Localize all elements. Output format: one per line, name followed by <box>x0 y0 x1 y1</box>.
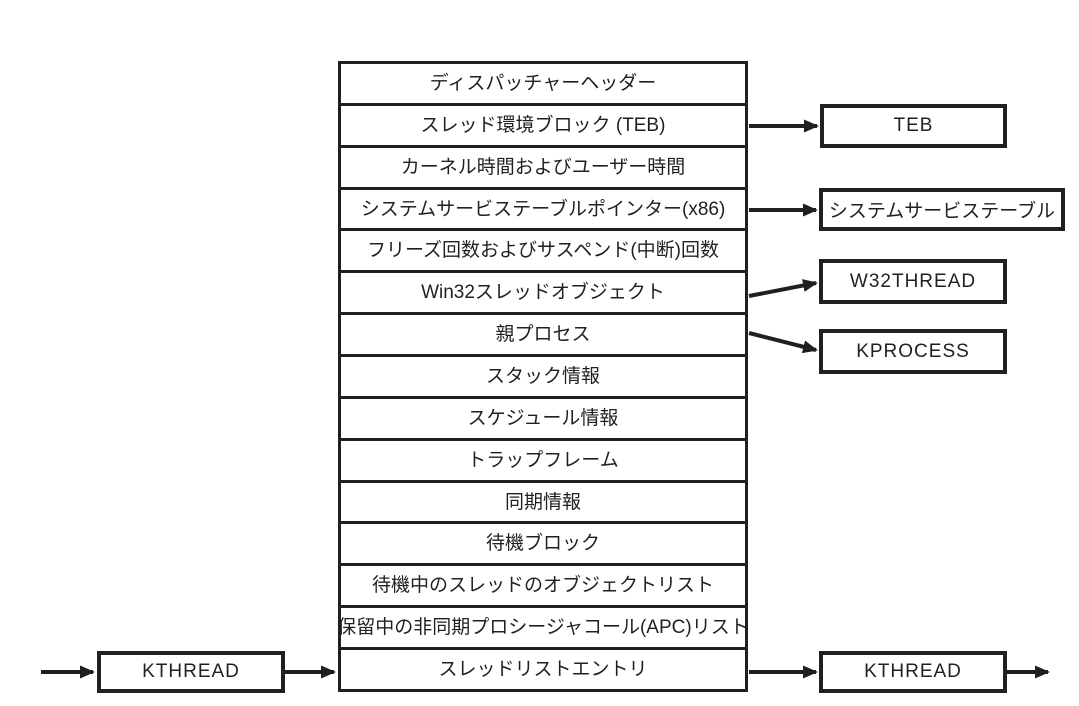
kthread-left-box: KTHREAD <box>97 651 285 693</box>
w32thread-box: W32THREAD <box>819 259 1007 304</box>
structure-row-win32-thread-object: Win32スレッドオブジェクト <box>341 270 745 312</box>
thread-object-stack: ディスパッチャーヘッダー スレッド環境ブロック (TEB) カーネル時間およびユ… <box>337 61 749 692</box>
structure-row-trap-frame: トラップフレーム <box>341 437 745 480</box>
structure-row-dispatcher-header: ディスパッチャーヘッダー <box>429 72 657 94</box>
structure-row-schedule-info: スケジュール情報 <box>341 395 745 438</box>
arrow-parent-row-to-kprocess <box>748 331 818 354</box>
structure-row-system-service-table-pointer: システムサービステーブルポインター(x86) <box>341 186 745 229</box>
structure-row-parent-process: 親プロセス <box>341 312 745 354</box>
kthread-right-box: KTHREAD <box>819 651 1007 693</box>
teb-box: TEB <box>820 104 1007 148</box>
kprocess-box: KPROCESS <box>819 329 1007 374</box>
system-service-table-box: システムサービステーブル <box>819 188 1065 231</box>
structure-row-pending-apc-list: 保留中の非同期プロシージャコール(APC)リスト <box>337 605 749 647</box>
structure-row-freeze-suspend-count: フリーズ回数およびサスペンド(中断)回数 <box>341 228 745 270</box>
structure-row-stack-info: スタック情報 <box>341 354 745 396</box>
structure-row-sync-info: 同期情報 <box>341 479 745 522</box>
structure-row-waiting-thread-object-list: 待機中のスレッドのオブジェクトリスト <box>341 563 745 605</box>
structure-row-teb: スレッド環境ブロック (TEB) <box>341 102 745 145</box>
structure-row-kernel-user-time: カーネル時間およびユーザー時間 <box>341 144 745 187</box>
arrow-win32-row-to-w32thread <box>748 279 818 298</box>
structure-row-thread-list-entry: スレッドリストエントリ <box>341 647 745 689</box>
structure-row-wait-block: 待機ブロック <box>341 521 745 563</box>
